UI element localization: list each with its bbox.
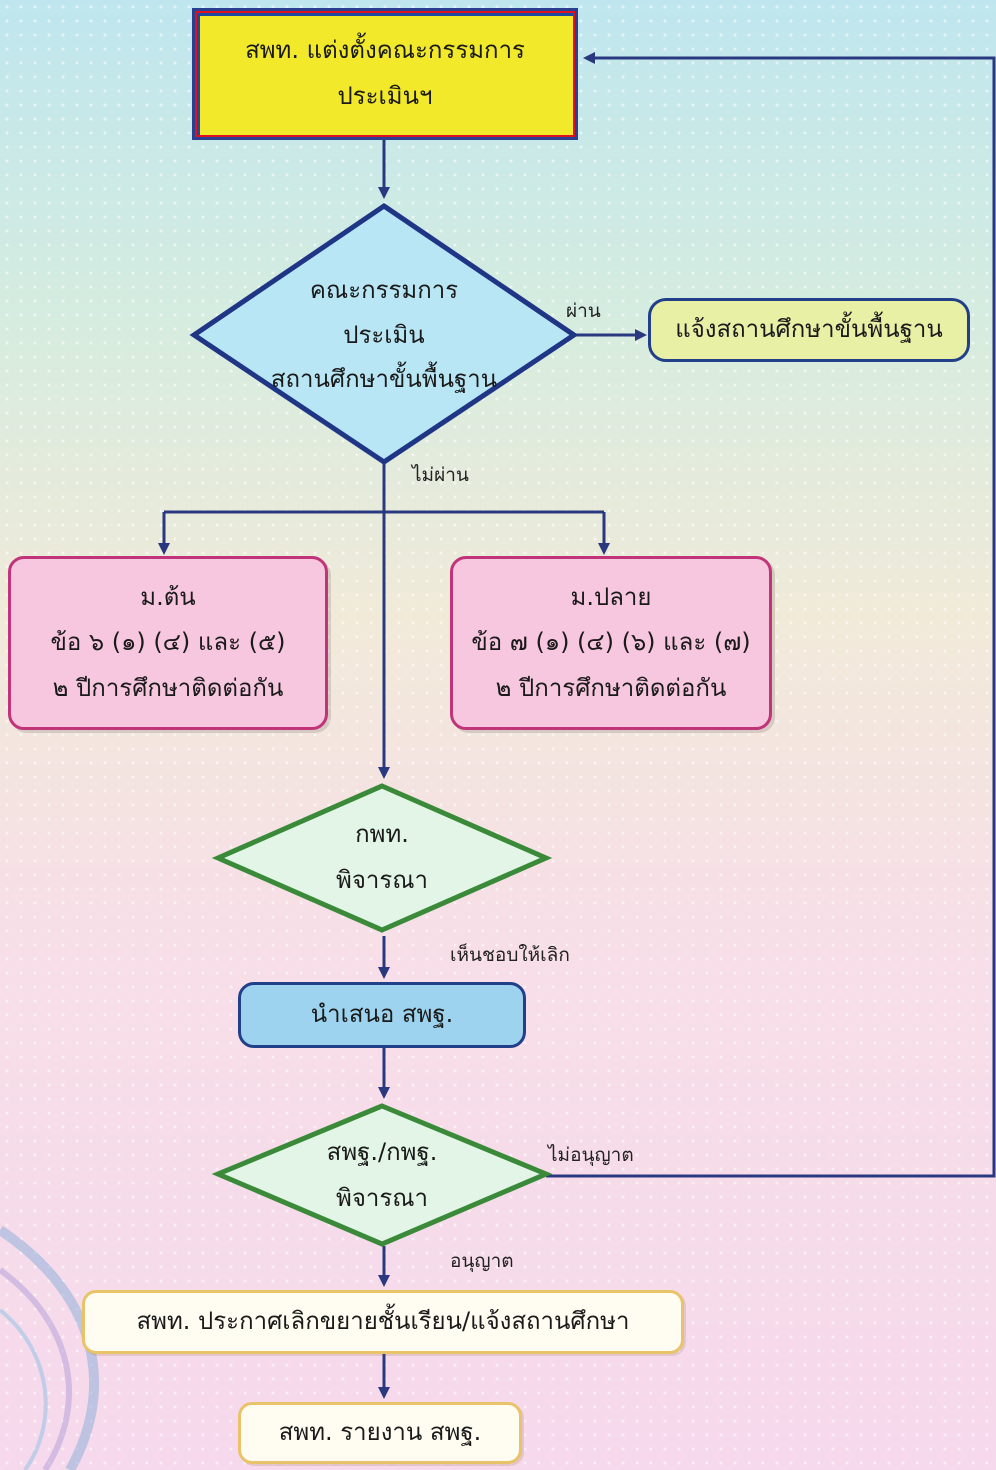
propose-box: นำเสนอ สพฐ. [238, 982, 526, 1048]
kpt-consider-line1: กพท. [355, 820, 409, 849]
edge-label-not-permit: ไม่อนุญาต [548, 1144, 634, 1166]
committee-evaluate-label: คณะกรรมการ ประเมิน สถานศึกษาขั้นพื้นฐาน [254, 250, 514, 420]
edge-label-permit: อนุญาต [450, 1250, 514, 1272]
edge-label-pass: ผ่าน [566, 300, 601, 322]
obec-consider-line1: สพฐ./กพฐ. [326, 1138, 438, 1167]
notify-school-text: แจ้งสถานศึกษาขั้นพื้นฐาน [675, 315, 943, 344]
edge-label-agree-cancel: เห็นชอบให้เลิก [450, 944, 570, 966]
kpt-consider-line2: พิจารณา [336, 866, 428, 894]
kpt-consider-label: กพท. พิจารณา [272, 806, 492, 910]
committee-evaluate-line2: ประเมิน [343, 320, 425, 349]
edge-label-fail: ไม่ผ่าน [412, 464, 469, 486]
committee-evaluate-line1: คณะกรรมการ [309, 276, 459, 305]
committee-evaluate-line3: สถานศึกษาขั้นพื้นฐาน [270, 365, 498, 394]
report-text: สพท. รายงาน สพฐ. [278, 1418, 482, 1447]
appoint-committee-box: สพท. แต่งตั้งคณะกรรมการ ประเมินฯ [192, 8, 578, 140]
lower-secondary-line3: ๒ ปีการศึกษาติดต่อกัน [52, 673, 284, 702]
announce-box: สพท. ประกาศเลิกขยายชั้นเรียน/แจ้งสถานศึก… [82, 1290, 684, 1354]
announce-text: สพท. ประกาศเลิกขยายชั้นเรียน/แจ้งสถานศึก… [136, 1307, 630, 1336]
obec-consider-label: สพฐ./กพฐ. พิจารณา [262, 1124, 502, 1228]
upper-secondary-line3: ๒ ปีการศึกษาติดต่อกัน [495, 673, 727, 702]
upper-secondary-box: ม.ปลาย ข้อ ๗ (๑) (๔) (๖) และ (๗) ๒ ปีการ… [450, 556, 772, 730]
lower-secondary-line2: ข้อ ๖ (๑) (๔) และ (๕) [50, 628, 286, 657]
notify-school-box: แจ้งสถานศึกษาขั้นพื้นฐาน [648, 298, 970, 362]
lower-secondary-box: ม.ต้น ข้อ ๖ (๑) (๔) และ (๕) ๒ ปีการศึกษา… [8, 556, 328, 730]
upper-secondary-line1: ม.ปลาย [570, 582, 652, 611]
upper-secondary-line2: ข้อ ๗ (๑) (๔) (๖) และ (๗) [471, 628, 751, 657]
lower-secondary-line1: ม.ต้น [140, 582, 196, 611]
appoint-committee-line2: ประเมินฯ [337, 82, 433, 110]
diamond-obec-consider [211, 1103, 553, 1247]
diamond-committee-evaluate [189, 202, 579, 466]
obec-consider-line2: พิจารณา [336, 1184, 428, 1212]
report-box: สพท. รายงาน สพฐ. [238, 1402, 522, 1464]
edge-not-permit-loop [546, 52, 996, 1178]
appoint-committee-line1: สพท. แต่งตั้งคณะกรรมการ [245, 36, 525, 65]
propose-text: นำเสนอ สพฐ. [310, 1000, 454, 1029]
diamond-kpt-consider [211, 783, 553, 933]
